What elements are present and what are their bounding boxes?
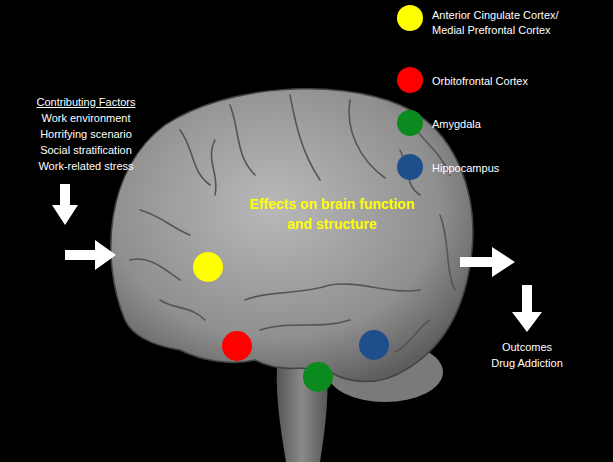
legend-swatch — [397, 67, 423, 93]
flow-arrows — [52, 184, 542, 332]
right-arrow — [460, 247, 515, 277]
factor-item: Social stratification — [40, 143, 132, 158]
legend-text: Orbitofrontal Cortex — [432, 74, 582, 89]
legend-swatch — [397, 154, 423, 180]
outcome-heading: Outcomes — [502, 340, 552, 355]
right-arrow — [65, 240, 116, 270]
down-arrow — [52, 184, 78, 225]
cerebrum — [111, 89, 473, 382]
legend-swatch — [397, 5, 423, 31]
legend-text: Amygdala — [432, 117, 582, 132]
legend-text: Anterior Cingulate Cortex/ Medial Prefro… — [432, 8, 582, 38]
ofc-dot — [222, 331, 252, 361]
effects-label: Effects on brain function and structure — [237, 194, 427, 234]
hippocampus-dot — [359, 330, 389, 360]
legend-swatch — [397, 110, 423, 136]
amygdala-dot — [303, 362, 333, 392]
acc-dot — [193, 252, 223, 282]
down-arrow — [512, 285, 542, 332]
outcome-item: Drug Addiction — [491, 356, 563, 371]
factors-heading: Contributing Factors — [36, 95, 135, 110]
legend-text: Hippocampus — [432, 161, 582, 176]
factor-item: Horrifying scenario — [40, 127, 132, 142]
sulci — [130, 95, 455, 352]
factor-item: Work-related stress — [38, 159, 133, 174]
factor-item: Work environment — [41, 111, 130, 126]
